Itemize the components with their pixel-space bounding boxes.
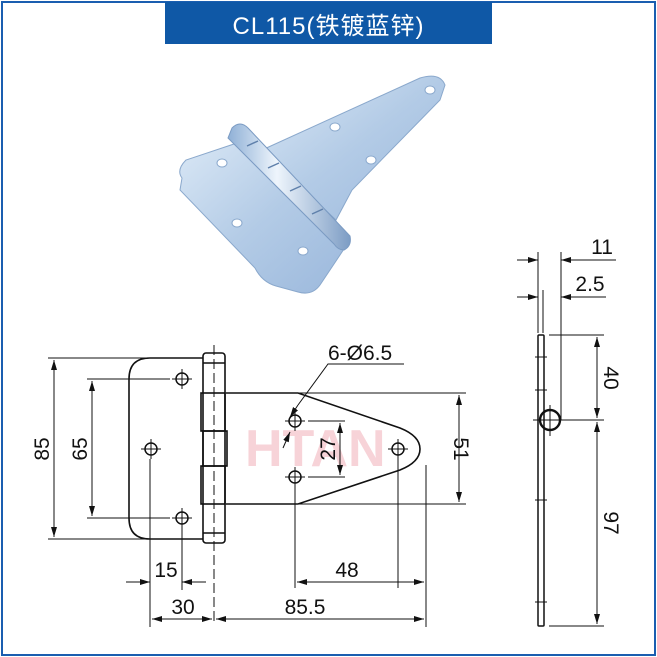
square-leaf-outline	[128, 357, 203, 540]
photo-knuckle-rings	[246, 140, 324, 215]
product-photo	[179, 75, 446, 294]
dim-15: 15	[154, 559, 177, 582]
knuckle-1	[200, 392, 226, 432]
hole-crosshairs	[141, 369, 408, 528]
hinge-photo-long-leaf	[261, 75, 446, 221]
dim-65: 65	[69, 437, 92, 460]
front-dimensions	[48, 357, 466, 627]
dim-40: 40	[599, 366, 622, 389]
dim-85: 85	[31, 437, 54, 460]
side-plate	[537, 334, 545, 627]
hinge-photo-square-leaf	[179, 141, 351, 294]
triangle-leaf-outline	[226, 392, 421, 505]
title-banner: CL115(铁镀蓝锌)	[165, 2, 492, 44]
side-view	[533, 334, 568, 627]
hinge-photo-knuckle	[227, 123, 351, 251]
hole-callout: 6-Ø6.5	[328, 342, 392, 365]
dim-51: 51	[449, 437, 472, 460]
dim-85-5: 85.5	[285, 596, 326, 619]
knuckle-2	[202, 430, 228, 467]
front-dimension-labels: 6-Ø6.5 85 65 27 51 15 30 85.5 48	[31, 342, 472, 619]
side-dimensions	[517, 252, 616, 627]
dim-48: 48	[335, 559, 358, 582]
dim-2-5: 2.5	[575, 273, 604, 296]
dim-11: 11	[591, 236, 613, 259]
dim-27: 27	[317, 437, 340, 460]
photo-holes	[216, 85, 436, 256]
knuckle-3	[200, 465, 226, 505]
product-title: CL115(铁镀蓝锌)	[232, 12, 425, 40]
dim-30: 30	[171, 596, 194, 619]
side-dimension-labels: 11 2.5 40 97	[575, 236, 622, 535]
dim-97: 97	[599, 511, 622, 534]
watermark-text: HTAN	[245, 420, 386, 478]
